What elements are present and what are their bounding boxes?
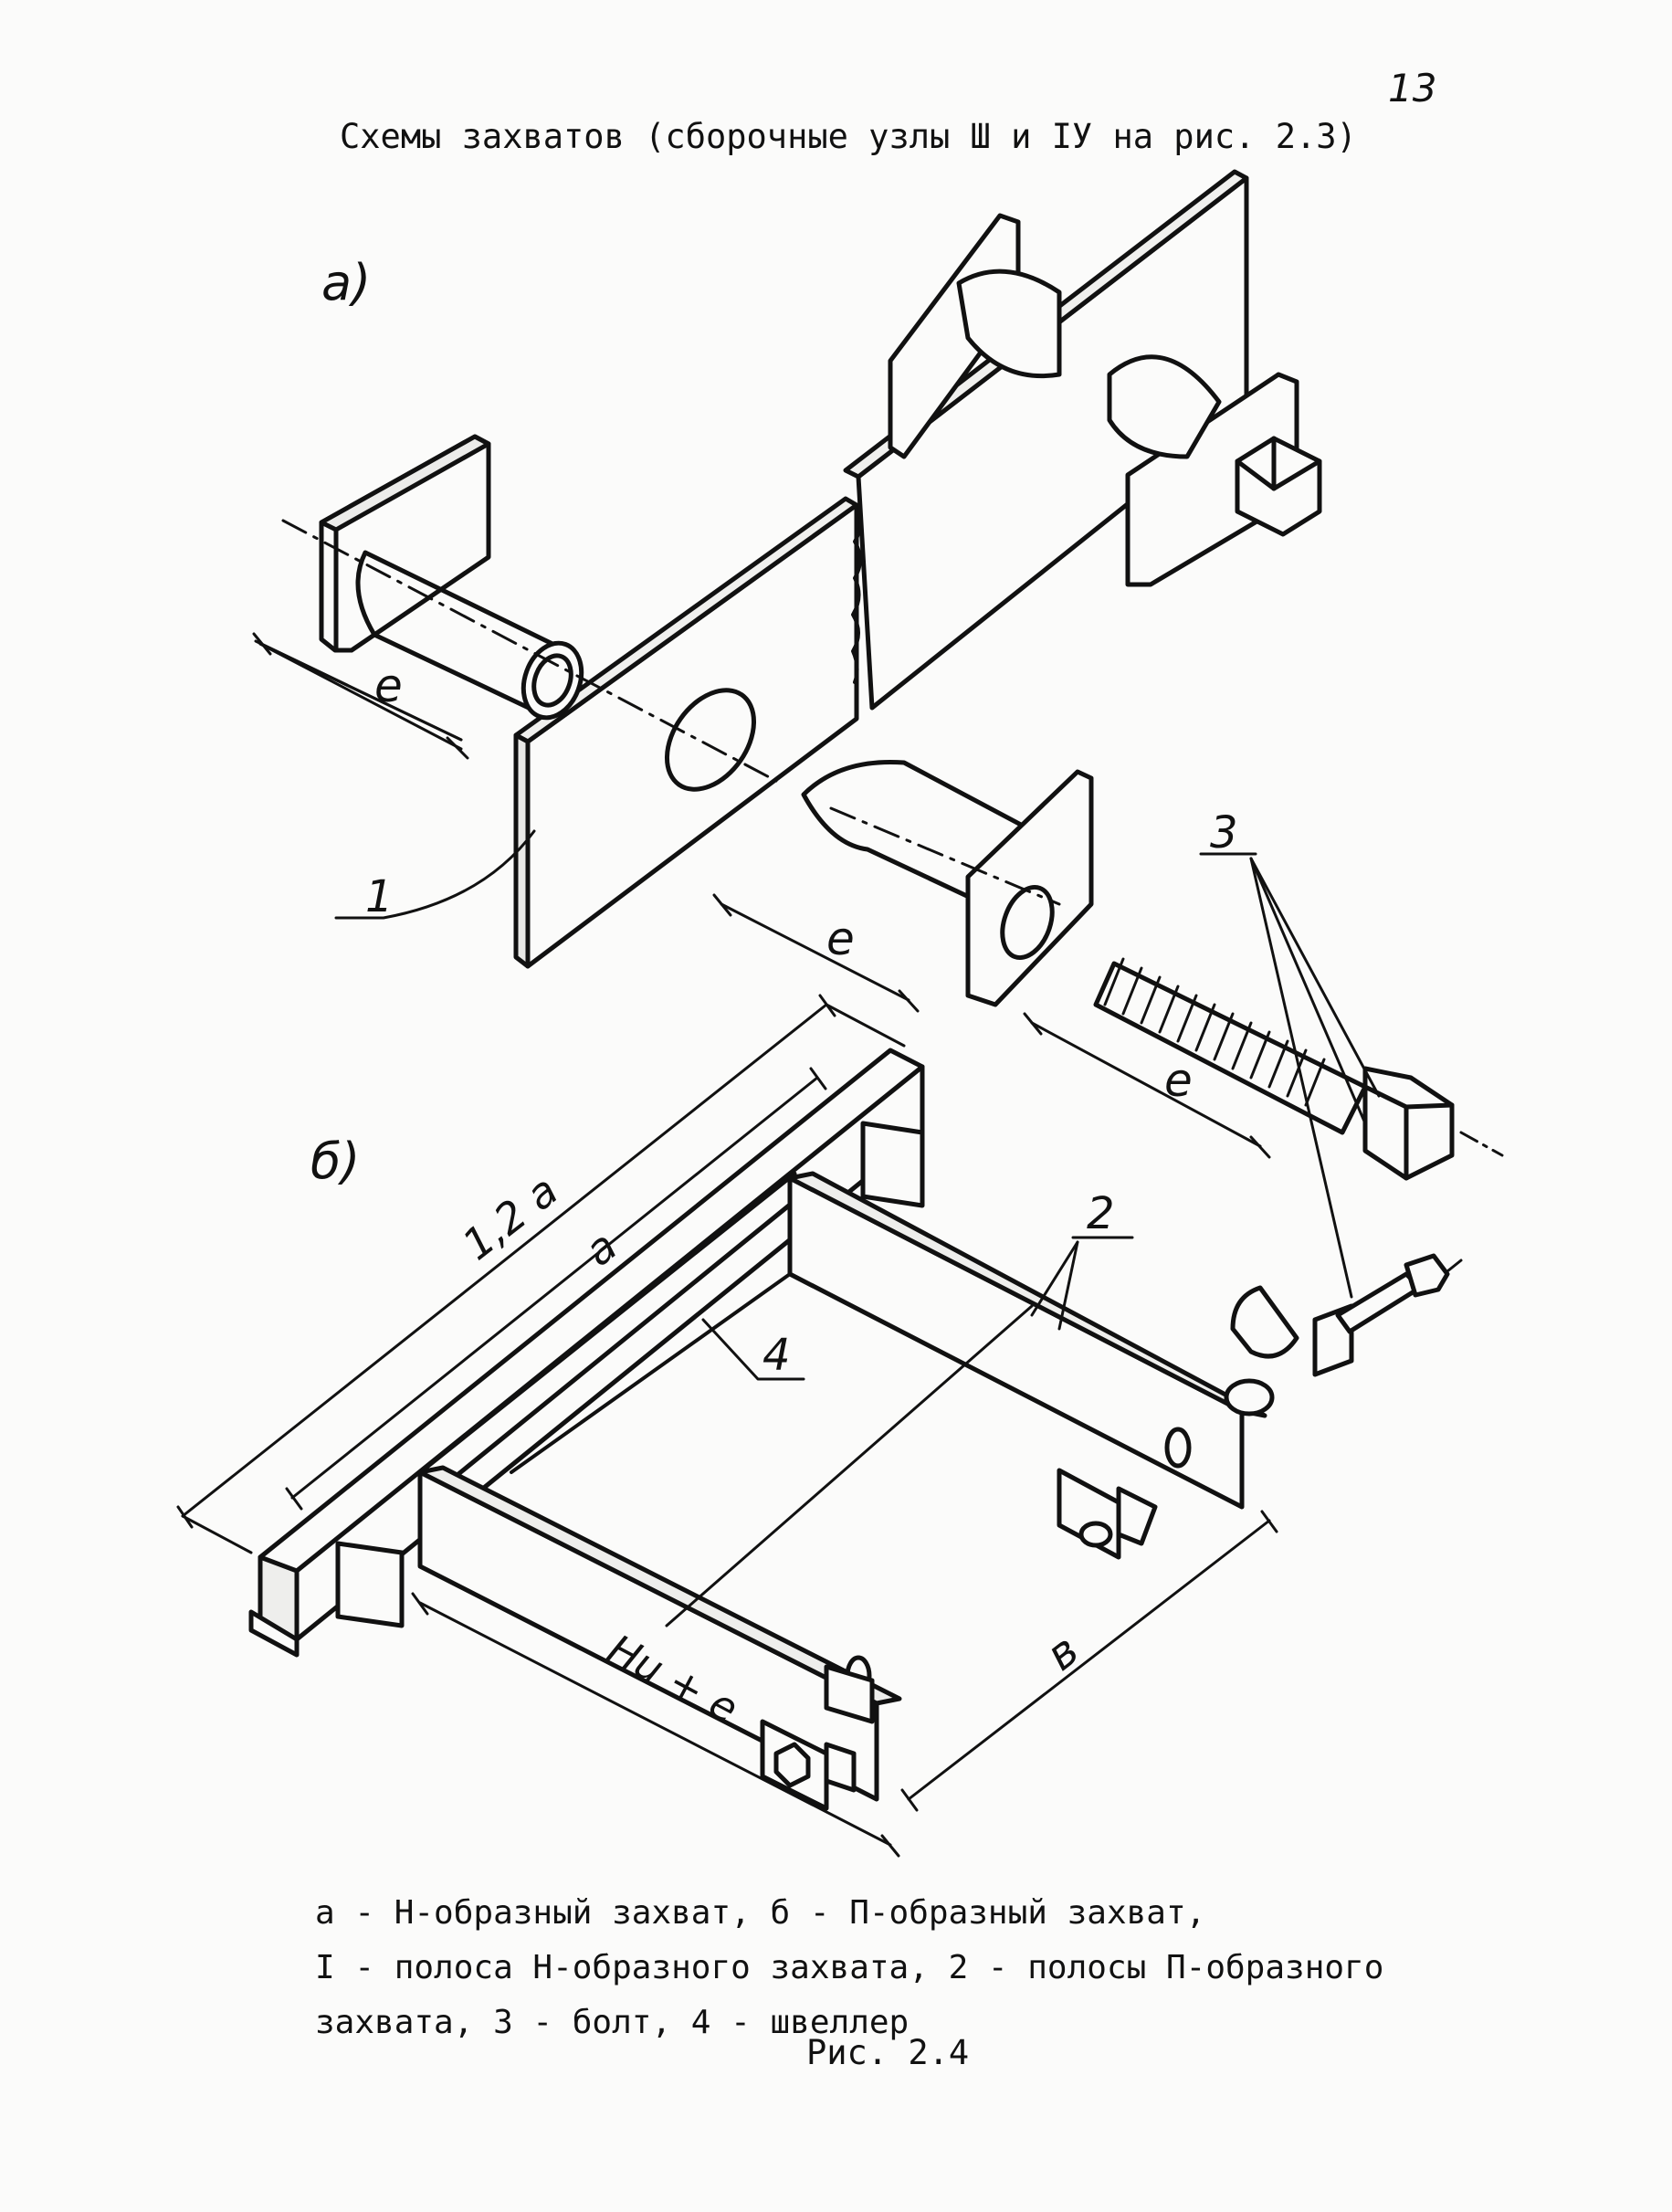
part-a-label: а): [321, 254, 371, 311]
dim-ext: [254, 639, 463, 742]
left-bushing-bore: [531, 653, 573, 708]
dim-hu-e: [418, 1601, 892, 1847]
callout-3: 3: [1210, 807, 1238, 858]
dim-tick: [809, 1067, 827, 1090]
dim-ext: [181, 1514, 253, 1554]
small-bolt-shank: [1335, 1271, 1423, 1334]
hex-nut-edge: [1271, 458, 1322, 491]
dim-tick: [446, 736, 469, 760]
dim-a: [290, 1076, 819, 1500]
part-b-label: б): [310, 1132, 360, 1190]
dim-label-e-left: e: [374, 659, 403, 712]
dim-e-1: [258, 642, 463, 751]
callout-2-leader-2: [1057, 1240, 1079, 1331]
dim-label-e-middle: e: [826, 912, 855, 965]
bolt-centerline: [1459, 1131, 1504, 1157]
part-a-drawing: а) e: [252, 169, 1504, 1299]
figure-label: Рис. 2.4: [806, 2033, 970, 2072]
left-plate: [319, 434, 491, 653]
page-number: 13: [1388, 66, 1437, 111]
channel-plate-lower: [335, 1541, 405, 1628]
callout-3-leader-1: [1249, 857, 1381, 1098]
caption-line: I - полоса Н-образного захвата, 2 - поло…: [315, 1949, 1384, 1986]
bottom-fitting: [760, 1664, 875, 1811]
callout-1-leader: [334, 829, 536, 920]
middle-plate-hole: [1000, 884, 1055, 961]
strip-break-line: [851, 503, 863, 684]
small-bolt-head: [1404, 1253, 1450, 1298]
callout-2-leader-1: [1030, 1240, 1079, 1317]
inner-web-line: [510, 1272, 792, 1474]
caption-line: захвата, 3 - болт, 4 - швеллер: [315, 2004, 910, 2041]
dim-tick: [898, 989, 920, 1013]
upper-bushing-1: [956, 269, 1062, 379]
middle-centerline: [829, 806, 1061, 906]
dim-label-b: в: [1036, 1625, 1088, 1681]
part-b-drawing: б): [176, 994, 1463, 1858]
caption-line: а - Н-образный захват, б - П-образный за…: [315, 1894, 1206, 1932]
dim-label-e-bolt: e: [1164, 1054, 1193, 1107]
small-bolt-centerline: [1446, 1259, 1463, 1273]
dim-1-2a: [181, 1003, 828, 1518]
callout-3-leader-2: [1249, 857, 1367, 1125]
strip-hole: [664, 688, 757, 792]
left-plate-top: [319, 434, 491, 532]
strip-1-side-edge: [513, 732, 531, 969]
right-fitting: [1224, 1285, 1354, 1417]
dim-tick: [712, 893, 732, 917]
dim-tick: [1260, 1510, 1278, 1533]
dim-e-2: [720, 902, 910, 1002]
callout-3-leader-3: [1249, 857, 1353, 1299]
dim-label-1-2a: 1,2 a: [453, 1165, 567, 1269]
channel-flange: [248, 1609, 300, 1658]
dim-tick: [411, 1592, 429, 1616]
bolt-head-edge: [1404, 1102, 1455, 1110]
callout-4-leader: [701, 1318, 805, 1381]
dim-tick: [252, 632, 272, 656]
left-bushing-body: [355, 550, 555, 720]
dim-tick: [880, 1834, 900, 1858]
strip-2-left-top: [417, 1465, 902, 1706]
dim-tick: [285, 1487, 303, 1511]
bolt-head-edge: [1362, 1084, 1409, 1110]
dim-tick: [1249, 1135, 1271, 1159]
dim-tick: [900, 1788, 919, 1812]
left-centerline: [281, 519, 778, 783]
bolt-thread: [1103, 957, 1326, 1107]
dim-b: [907, 1519, 1271, 1801]
center-diagonal: [665, 1304, 1034, 1627]
callout-2: 2: [1087, 1188, 1115, 1239]
figure-title: Схемы захватов (сборочные узлы Ш и IУ на…: [340, 117, 1357, 156]
strip-2-hole: [1164, 1427, 1192, 1469]
callout-4: 4: [762, 1330, 791, 1381]
dim-tick: [1023, 1012, 1043, 1036]
dim-e-3: [1030, 1021, 1262, 1148]
callout-1: 1: [365, 871, 394, 922]
hex-nut-edge: [1235, 458, 1277, 491]
left-fitting: [1057, 1468, 1158, 1560]
dim-ext: [825, 1003, 906, 1048]
channel-plate-upper: [860, 1121, 925, 1208]
upper-bushing-2: [1107, 354, 1222, 459]
strip-2-right-top: [787, 1171, 1267, 1418]
bolt-shank: [1093, 961, 1368, 1135]
figure-caption: а - Н-образный захват, б - П-образный за…: [315, 1886, 1383, 2050]
